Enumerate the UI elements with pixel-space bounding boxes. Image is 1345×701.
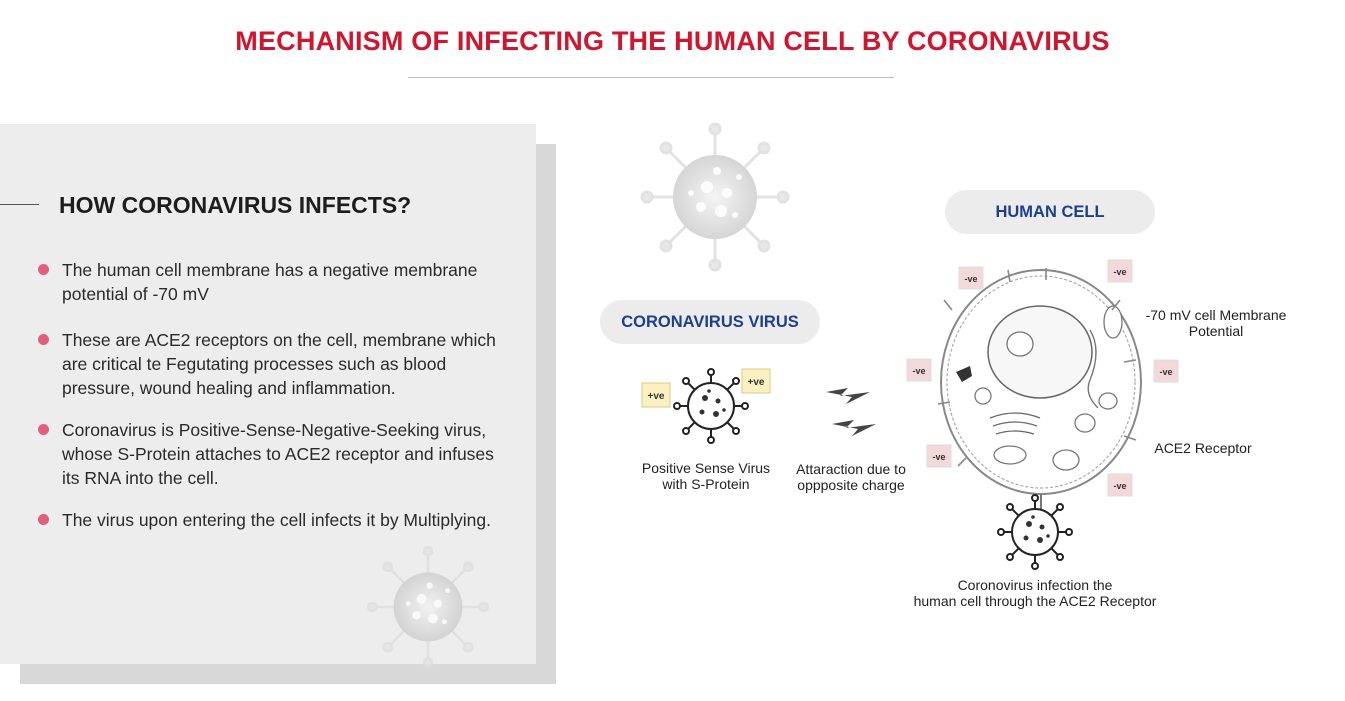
positive-charge-label: +ve — [748, 377, 765, 388]
list-item: These are ACE2 receptors on the cell, me… — [38, 328, 508, 400]
list-item: Coronavirus is Positive-Sense-Negative-S… — [38, 418, 508, 490]
positive-charge-badge — [641, 368, 771, 408]
human-cell-illustration — [937, 268, 1142, 512]
membrane-caption-line: -70 mV cell Membrane — [1145, 307, 1287, 323]
list-item: The virus upon entering the cell infects… — [38, 508, 508, 532]
bullet-dot — [38, 514, 49, 525]
negative-charge-label: -ve — [932, 452, 945, 462]
infection-caption-line: Coronovirus infection the — [957, 577, 1113, 593]
infection-caption: Coronovirus infection the human cell thr… — [890, 577, 1180, 609]
attraction-caption: Attaraction due to oppposite charge — [782, 461, 920, 493]
bullet-list: The human cell membrane has a negative m… — [38, 258, 508, 532]
negative-charge-label: -ve — [1159, 367, 1172, 377]
attraction-caption-line: Attaraction due to — [796, 461, 906, 477]
page-title: MECHANISM OF INFECTING THE HUMAN CELL BY… — [235, 26, 1110, 56]
heading-dash — [0, 204, 39, 205]
negative-charge-badge — [906, 259, 1179, 497]
virus-caption-line: Positive Sense Virus — [641, 460, 771, 476]
bullet-dot — [38, 424, 49, 435]
infection-caption-line: human cell through the ACE2 Receptor — [913, 593, 1157, 609]
bullet-text: Coronavirus is Positive-Sense-Negative-S… — [62, 420, 494, 488]
bullet-text: The human cell membrane has a negative m… — [62, 260, 478, 304]
ace2-caption: ACE2 Receptor — [1154, 440, 1252, 456]
bullet-text: The virus upon entering the cell infects… — [62, 510, 491, 530]
virus-caption-line: with S-Protein — [662, 476, 750, 492]
negative-charge-label: -ve — [912, 366, 925, 376]
virus-caption: Positive Sense Virus with S-Protein — [626, 460, 786, 492]
coronavirus-entering-icon — [997, 494, 1073, 570]
attraction-caption-line: oppposite charge — [797, 477, 905, 493]
negative-charge-label: -ve — [1113, 267, 1126, 277]
human-cell-pill: HUMAN CELL — [945, 190, 1155, 234]
bullet-dot — [38, 264, 49, 275]
info-panel: HOW CORONAVIRUS INFECTS? The human cell … — [0, 124, 536, 664]
panel-heading: HOW CORONAVIRUS INFECTS? — [59, 192, 412, 218]
negative-charge-label: -ve — [1113, 481, 1126, 491]
membrane-caption-line: Potential — [1188, 323, 1244, 339]
virus-watermark-icon — [640, 122, 790, 272]
positive-charge-label: +ve — [648, 391, 665, 402]
lightning-icon — [826, 388, 876, 436]
negative-charge-label: -ve — [964, 274, 977, 284]
bullet-text: These are ACE2 receptors on the cell, me… — [62, 330, 496, 398]
membrane-caption: -70 mV cell Membrane Potential — [1140, 307, 1292, 339]
list-item: The human cell membrane has a negative m… — [38, 258, 508, 306]
virus-pill: CORONAVIRUS VIRUS — [600, 300, 820, 344]
title-divider — [408, 77, 894, 78]
coronavirus-icon — [673, 368, 749, 444]
virus-watermark-icon — [366, 545, 490, 669]
bullet-dot — [38, 334, 49, 345]
